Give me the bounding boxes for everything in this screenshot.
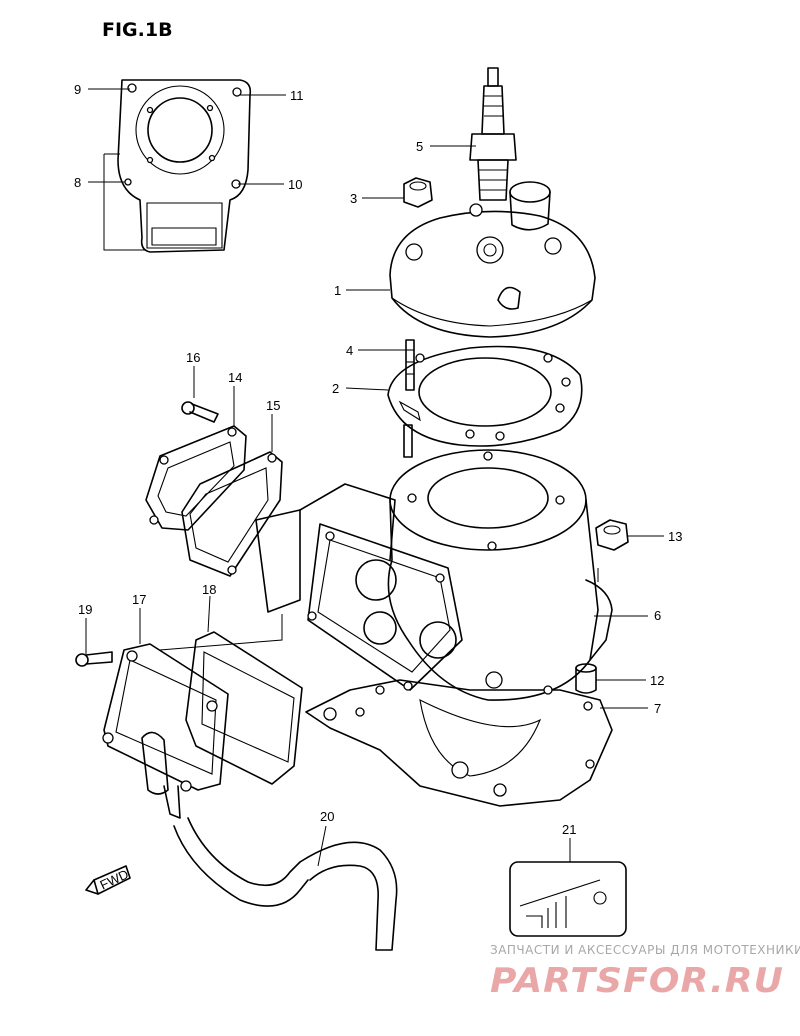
callout-4: 4 <box>346 343 353 358</box>
callout-10: 10 <box>288 177 302 192</box>
callout-16: 16 <box>186 350 200 365</box>
cylinder-head-drawing <box>389 181 596 338</box>
callout-19: 19 <box>78 602 92 617</box>
bolt-16-drawing <box>181 401 219 423</box>
callout-18: 18 <box>202 582 216 597</box>
callout-11: 11 <box>290 88 304 103</box>
gasket-inset-drawing <box>117 79 252 253</box>
leader-lines <box>85 88 664 867</box>
callout-3: 3 <box>350 191 357 206</box>
callout-15: 15 <box>266 398 280 413</box>
callout-12: 12 <box>650 673 664 688</box>
callout-13: 13 <box>668 529 682 544</box>
callout-5: 5 <box>416 139 423 154</box>
callout-7: 7 <box>654 701 661 716</box>
watermark-brand: PARTSFOR.RU <box>490 961 784 1001</box>
fwd-direction-marker: FWD <box>85 865 131 895</box>
callout-8: 8 <box>74 175 81 190</box>
head-gasket-drawing <box>387 345 583 447</box>
callout-6: 6 <box>654 608 661 623</box>
hose-20-drawing <box>173 817 398 951</box>
figure-title: FIG.1B <box>102 19 173 41</box>
base-gasket-drawing <box>305 679 613 807</box>
callout-9: 9 <box>74 82 81 97</box>
head-nut-drawing <box>403 177 433 208</box>
callout-17: 17 <box>132 592 146 607</box>
dowel-pin-drawing <box>575 663 597 694</box>
callout-labels: 9 11 8 10 5 3 1 4 2 16 14 15 13 6 12 7 1… <box>74 82 682 837</box>
callout-14: 14 <box>228 370 242 385</box>
callout-21: 21 <box>562 822 576 837</box>
callout-2: 2 <box>332 381 339 396</box>
gasket-18-drawing <box>185 631 303 785</box>
stud-bolt-drawing <box>403 339 415 458</box>
exhaust-gasket-14-drawing <box>145 425 247 531</box>
watermark: ЗАПЧАСТИ И АКСЕССУАРЫ ДЛЯ МОТОТЕХНИКИ PA… <box>490 943 800 1001</box>
watermark-caption: ЗАПЧАСТИ И АКСЕССУАРЫ ДЛЯ МОТОТЕХНИКИ <box>490 943 800 957</box>
cylinder-drawing <box>255 449 613 701</box>
label-21-drawing <box>509 861 627 937</box>
cylinder-nut-drawing <box>595 519 629 551</box>
bolt-19-drawing <box>75 651 113 667</box>
spark-plug-drawing <box>469 67 517 201</box>
callout-1: 1 <box>334 283 341 298</box>
exhaust-gasket-15-drawing <box>181 451 283 577</box>
fwd-label: FWD <box>98 866 131 892</box>
cover-17-drawing <box>102 643 229 819</box>
callout-20: 20 <box>320 809 334 824</box>
